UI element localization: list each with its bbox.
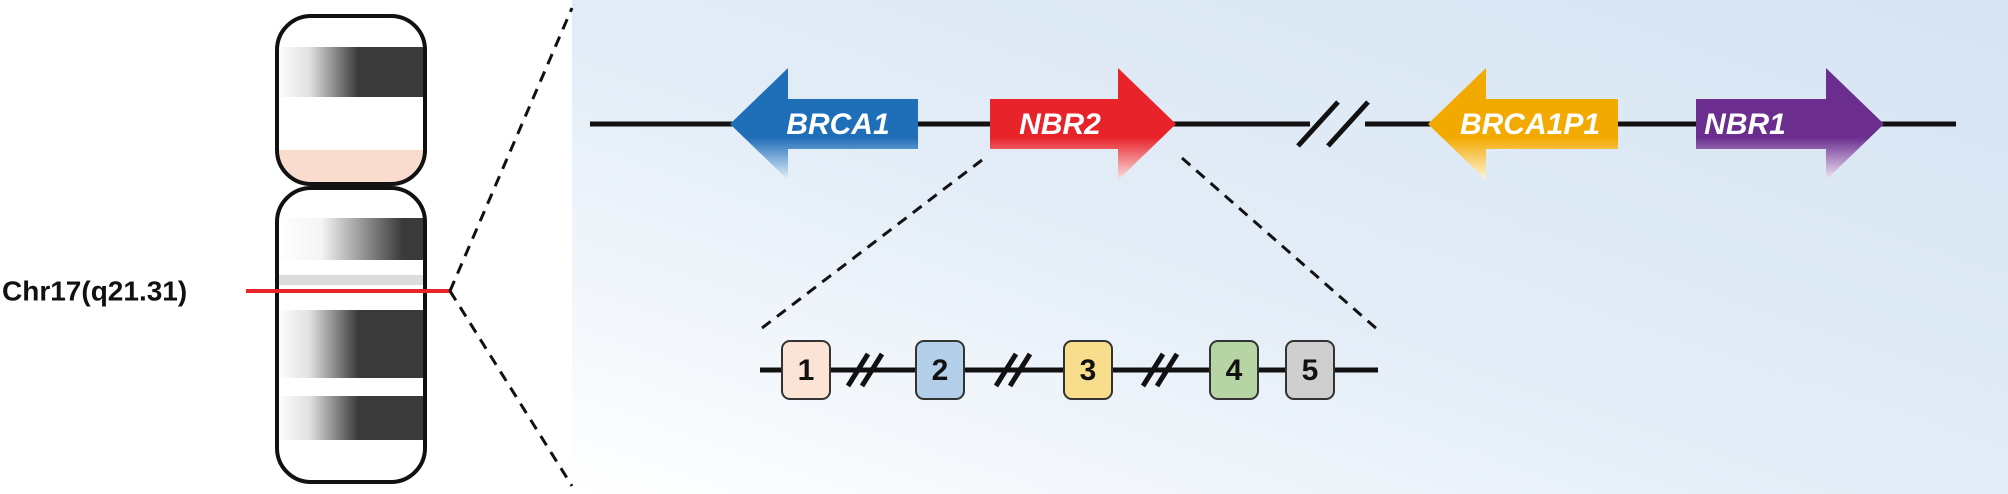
gene-arrow [1696, 68, 1884, 180]
gene-arrow [1428, 68, 1618, 180]
chromosome-locus-label: Chr17(q21.31) [2, 275, 187, 306]
exon-break-mark [1007, 352, 1033, 388]
zoom-line-upper [448, 7, 574, 292]
gene-label: BRCA1P1 [1460, 108, 1600, 141]
exon-5: 5 [1285, 340, 1335, 400]
gene-label: NBR1 [1704, 108, 1786, 141]
gene-arrow [990, 68, 1176, 180]
exon-3: 3 [1063, 340, 1113, 400]
gene-nbr2: NBR2 [990, 68, 1176, 180]
exon-box [781, 340, 831, 400]
chromosome-short-arm [275, 14, 427, 186]
track-break-mark [1296, 100, 1340, 148]
exon-break-mark [993, 352, 1019, 388]
zoom-panel-background [572, 0, 2008, 494]
gene-track: BRCA1 NBR2 BRCA1P1 NBR1 [590, 68, 1956, 180]
exon-label: 5 [1302, 354, 1319, 387]
exon-break-mark [859, 352, 885, 388]
gene-brca1p1: BRCA1P1 [1428, 68, 1618, 180]
exon-zoom-line-right [1181, 156, 1379, 332]
track-break-mark [1326, 100, 1370, 148]
exon-label: 2 [932, 354, 949, 387]
chromosome-long-arm [275, 186, 427, 484]
exon-4: 4 [1209, 340, 1259, 400]
exon-zoom-line-left [761, 158, 983, 330]
exon-1: 1 [781, 340, 831, 400]
exon-box [1209, 340, 1259, 400]
chromosome-ideogram [275, 14, 427, 484]
gene-brca1: BRCA1 [730, 68, 918, 180]
exon-label: 1 [798, 354, 815, 387]
exon-box [1285, 340, 1335, 400]
exon-2: 2 [915, 340, 965, 400]
exon-label: 3 [1080, 354, 1097, 387]
exon-box [915, 340, 965, 400]
gene-nbr1: NBR1 [1696, 68, 1884, 180]
exon-break-mark [1154, 352, 1180, 388]
gene-arrow [730, 68, 918, 180]
exon-break-mark [845, 352, 871, 388]
exon-track: 1 2 3 4 5 [760, 340, 1378, 400]
exon-box [1063, 340, 1113, 400]
zoom-line-lower [448, 290, 574, 487]
gene-label: BRCA1 [786, 108, 889, 141]
exon-break-mark [1140, 352, 1166, 388]
gene-label: NBR2 [1019, 108, 1101, 141]
exon-label: 4 [1226, 354, 1243, 387]
